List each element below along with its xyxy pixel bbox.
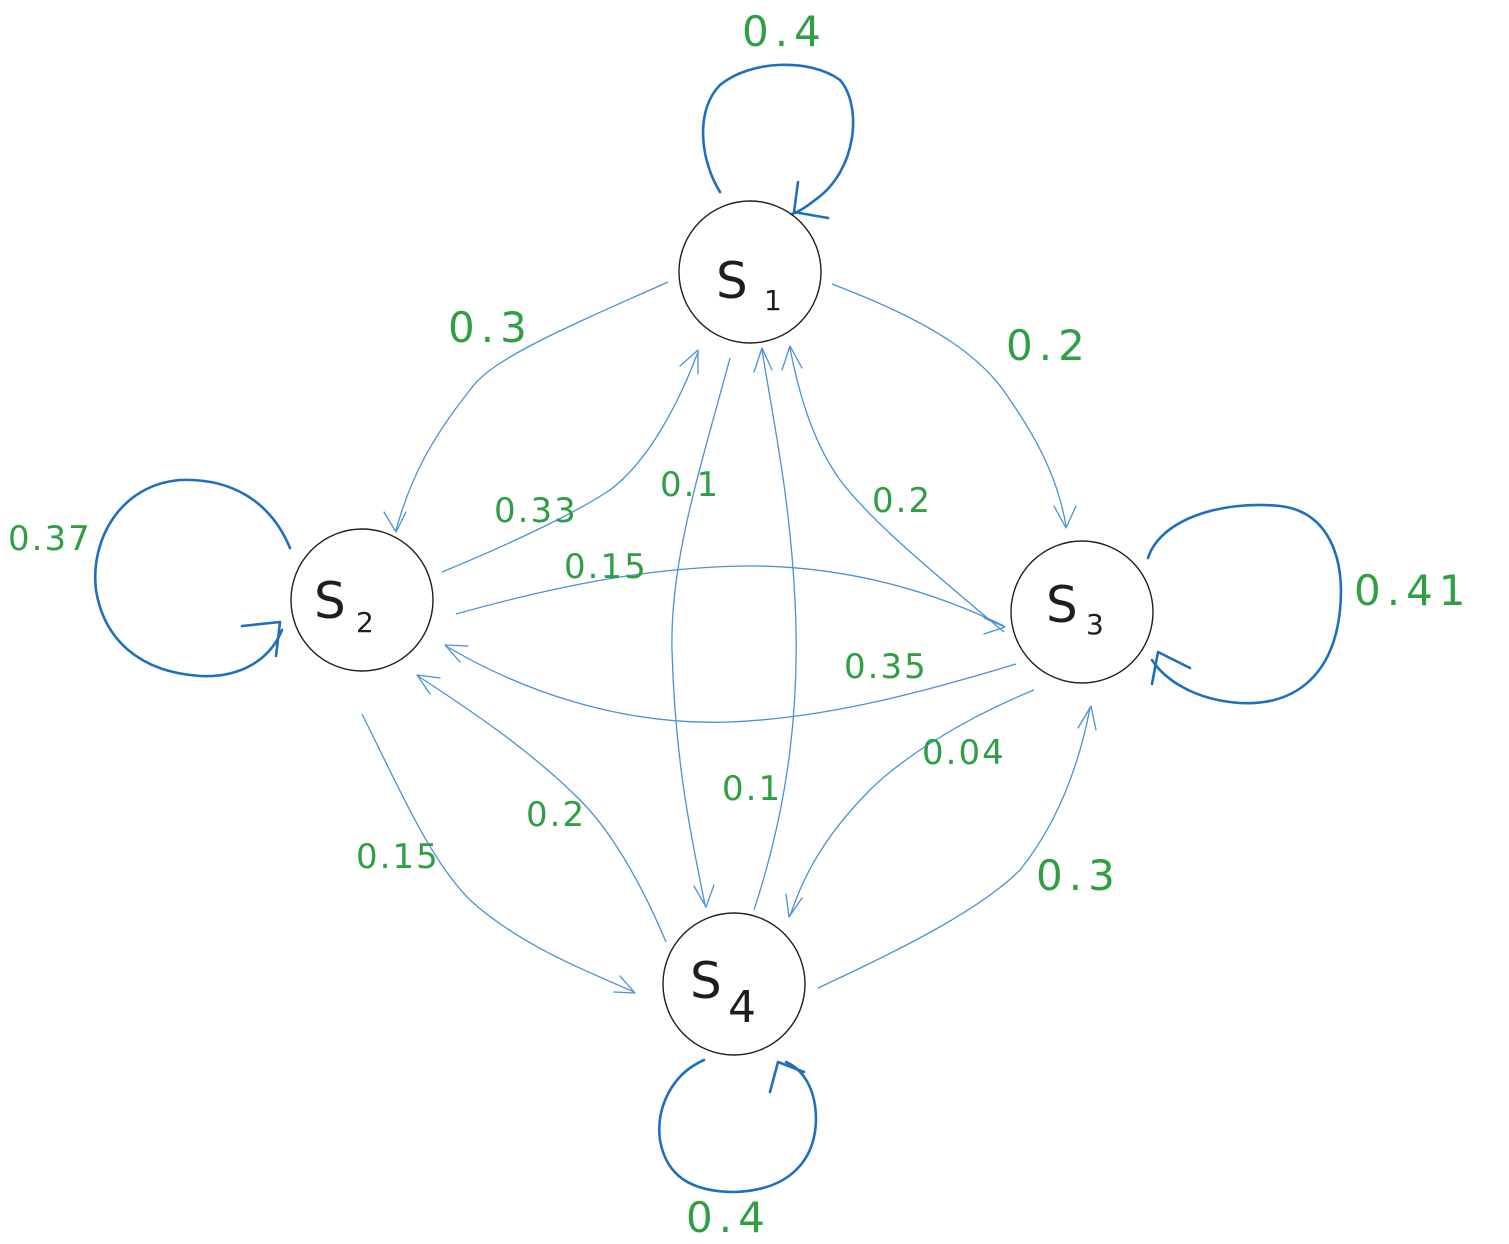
state-s4-circle (662, 912, 806, 1056)
state-s3-letter: S (1046, 576, 1078, 634)
state-s2[interactable]: S 2 (290, 528, 434, 672)
prob-s1-s1: 0.4 (742, 7, 827, 56)
self-loop-s2 (93, 478, 292, 678)
edge-s2-to-s4 (361, 713, 636, 994)
state-s2-circle (290, 528, 434, 672)
prob-s3-s3: 0.41 (1354, 566, 1472, 615)
prob-s3-s2: 0.35 (844, 647, 928, 687)
self-loop-s1 (701, 63, 855, 220)
prob-s1-s2: 0.3 (448, 303, 533, 352)
edge-s1-to-s2 (383, 281, 669, 533)
prob-s4-s1: 0.1 (722, 769, 782, 809)
edge-s3-to-s4 (785, 689, 1035, 918)
edge-s1-to-s4 (671, 357, 731, 908)
state-s3-circle (1010, 540, 1154, 684)
edge-s3-to-s1 (781, 345, 1005, 633)
prob-s2-s4: 0.15 (356, 837, 440, 877)
state-s4-letter: S (690, 952, 722, 1010)
prob-s2-s2: 0.37 (8, 519, 92, 559)
state-s3-index: 3 (1086, 608, 1104, 641)
self-loops (93, 63, 1343, 1194)
state-s1-index: 1 (764, 284, 782, 317)
prob-s4-s3: 0.3 (1036, 851, 1121, 900)
self-loop-s4 (658, 1058, 818, 1194)
prob-s3-s1: 0.2 (872, 481, 932, 521)
probability-labels: 0.4 0.37 0.41 0.4 0.3 0.2 0.1 0.33 0.15 … (8, 7, 1472, 1242)
state-s2-index: 2 (356, 606, 374, 639)
prob-s4-s4: 0.4 (686, 1193, 771, 1242)
state-s1-letter: S (716, 252, 748, 310)
prob-s4-s2: 0.2 (526, 795, 586, 835)
edge-s3-to-s2 (444, 644, 1017, 723)
state-s1[interactable]: S 1 (678, 200, 822, 344)
prob-s3-s4: 0.04 (922, 733, 1006, 773)
edge-s2-to-s1 (441, 349, 699, 573)
self-loop-s3 (1146, 503, 1343, 705)
prob-s1-s4: 0.1 (660, 465, 720, 505)
state-s4-index: 4 (728, 982, 756, 1033)
state-s2-letter: S (314, 572, 346, 630)
prob-s2-s3: 0.15 (564, 547, 648, 587)
prob-s2-s1: 0.33 (494, 491, 578, 531)
edge-s4-to-s1 (753, 347, 797, 911)
edge-s1-to-s3 (831, 283, 1077, 529)
state-nodes: S 1 S 2 S 3 S 4 (290, 200, 1154, 1056)
transition-edges (361, 281, 1097, 994)
edge-s2-to-s3 (455, 565, 1006, 635)
state-s4[interactable]: S 4 (662, 912, 806, 1056)
prob-s1-s3: 0.2 (1006, 321, 1091, 370)
edge-s4-to-s2 (416, 674, 667, 943)
state-s1-circle (678, 200, 822, 344)
state-s3[interactable]: S 3 (1010, 540, 1154, 684)
edge-s4-to-s3 (817, 705, 1097, 989)
